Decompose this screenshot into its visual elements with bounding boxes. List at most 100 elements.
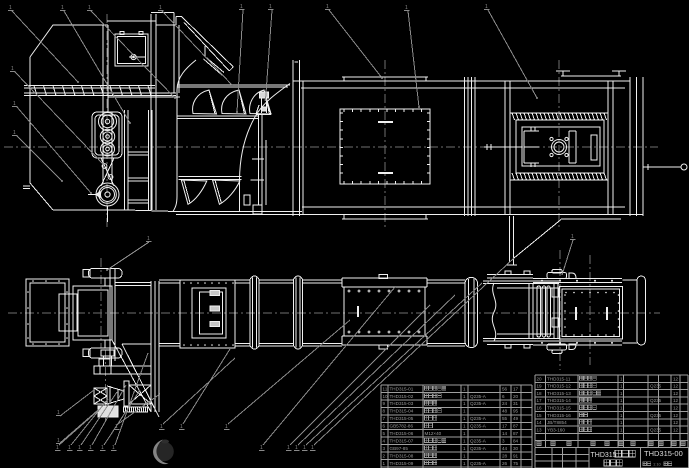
svg-text:1: 1: [160, 424, 163, 430]
svg-text:1: 1: [13, 101, 16, 107]
svg-text:THD315-02: THD315-02: [390, 394, 414, 399]
svg-text:THD315-16: THD315-16: [547, 413, 571, 418]
svg-text:Q235-A: Q235-A: [470, 438, 487, 443]
svg-text:1: 1: [89, 445, 92, 451]
svg-text:87: 87: [513, 424, 519, 429]
svg-text:THD315-08: THD315-08: [390, 453, 414, 458]
svg-text:Q235: Q235: [650, 427, 662, 432]
svg-text:11: 11: [383, 386, 388, 391]
svg-text:THD315-07: THD315-07: [390, 438, 414, 443]
svg-text:28: 28: [502, 453, 508, 458]
svg-text:49: 49: [513, 416, 519, 421]
svg-text:1: 1: [311, 445, 314, 451]
svg-text:1: 1: [383, 461, 386, 466]
svg-text:19: 19: [537, 384, 543, 389]
svg-text:M12×40: M12×40: [425, 431, 442, 436]
svg-text:THD315-05: THD315-05: [390, 416, 414, 421]
svg-text:1: 1: [463, 401, 466, 406]
svg-text:56: 56: [502, 386, 508, 391]
svg-text:17: 17: [537, 398, 543, 403]
svg-text:13: 13: [537, 427, 543, 432]
svg-text:1: 1: [463, 416, 466, 421]
svg-text:12: 12: [673, 391, 679, 396]
svg-text:Q235-A: Q235-A: [470, 394, 487, 399]
svg-text:1: 1: [620, 376, 623, 381]
svg-text:17: 17: [502, 424, 508, 429]
svg-text:GB5782-86: GB5782-86: [390, 424, 414, 429]
svg-text:24: 24: [502, 401, 508, 406]
svg-text:THD315-01: THD315-01: [390, 386, 414, 391]
svg-text:1: 1: [180, 424, 183, 430]
svg-text:THD315-09: THD315-09: [390, 461, 414, 466]
svg-text:THD315-03: THD315-03: [390, 401, 414, 406]
svg-text:1: 1: [225, 424, 228, 430]
svg-text:1: 1: [620, 398, 623, 403]
svg-text:1: 1: [115, 424, 118, 430]
svg-text:6: 6: [502, 394, 505, 399]
svg-text:14: 14: [537, 420, 543, 425]
svg-text:1: 1: [287, 445, 290, 451]
svg-text:1: 1: [620, 420, 623, 425]
svg-text:1: 1: [260, 445, 263, 451]
svg-text:THD315-15: THD315-15: [547, 406, 571, 411]
svg-text:44: 44: [502, 446, 508, 451]
svg-text:20: 20: [537, 376, 543, 381]
svg-text:1: 1: [88, 5, 91, 11]
svg-text:15: 15: [537, 413, 543, 418]
svg-text:87: 87: [513, 431, 519, 436]
svg-text:1: 1: [463, 438, 466, 443]
svg-text:Q235-A: Q235-A: [470, 446, 487, 451]
svg-text:1: 1: [463, 394, 466, 399]
svg-text:1: 1: [620, 406, 623, 411]
svg-text:YB3-160: YB3-160: [547, 427, 565, 432]
svg-text:1: 1: [56, 445, 59, 451]
svg-text:12: 12: [673, 420, 679, 425]
svg-text:12: 12: [673, 398, 679, 403]
svg-text:12: 12: [673, 406, 679, 411]
svg-text:84: 84: [513, 438, 519, 443]
svg-text:7: 7: [383, 416, 386, 421]
svg-text:18: 18: [537, 391, 543, 396]
svg-text:THD315-14: THD315-14: [547, 398, 571, 403]
svg-text:1: 1: [61, 5, 64, 11]
svg-text:1: 1: [303, 445, 306, 451]
svg-text:1: 1: [78, 445, 81, 451]
svg-text:1: 1: [620, 391, 623, 396]
svg-text:8: 8: [383, 409, 386, 414]
svg-text:31: 31: [513, 401, 519, 406]
svg-text:Q235: Q235: [650, 384, 662, 389]
svg-text:17: 17: [513, 386, 519, 391]
svg-text:10: 10: [383, 394, 389, 399]
svg-text:1: 1: [295, 445, 298, 451]
svg-text:20: 20: [513, 394, 519, 399]
svg-text:12: 12: [673, 413, 679, 418]
svg-text:1: 1: [571, 234, 574, 240]
svg-text:1: 1: [620, 427, 623, 432]
svg-text:6: 6: [383, 424, 386, 429]
svg-text:2: 2: [383, 453, 386, 458]
svg-text:1: 1: [620, 384, 623, 389]
svg-text:55: 55: [502, 416, 508, 421]
svg-text:1: 1: [57, 438, 60, 444]
svg-text:JB/T8854: JB/T8854: [547, 420, 567, 425]
svg-text:1: 1: [463, 409, 466, 414]
svg-text:Q235-A: Q235-A: [470, 401, 487, 406]
svg-text:12: 12: [673, 384, 679, 389]
svg-text:5: 5: [383, 431, 386, 436]
svg-text:9: 9: [383, 401, 386, 406]
svg-text:1: 1: [463, 424, 466, 429]
svg-text:1: 1: [463, 431, 466, 436]
svg-text:1: 1: [463, 446, 466, 451]
svg-text:14: 14: [502, 431, 508, 436]
svg-text:95: 95: [513, 409, 519, 414]
svg-text:1: 1: [101, 445, 104, 451]
svg-text:91: 91: [513, 453, 519, 458]
svg-text:GB97-85: GB97-85: [390, 446, 409, 451]
svg-text:12: 12: [673, 427, 679, 432]
svg-text:THD315-06: THD315-06: [390, 431, 414, 436]
svg-text:48: 48: [502, 409, 508, 414]
svg-text:Q235-A: Q235-A: [470, 424, 487, 429]
svg-text:3: 3: [383, 446, 386, 451]
svg-text:1: 1: [463, 386, 466, 391]
svg-text:26: 26: [502, 461, 508, 466]
